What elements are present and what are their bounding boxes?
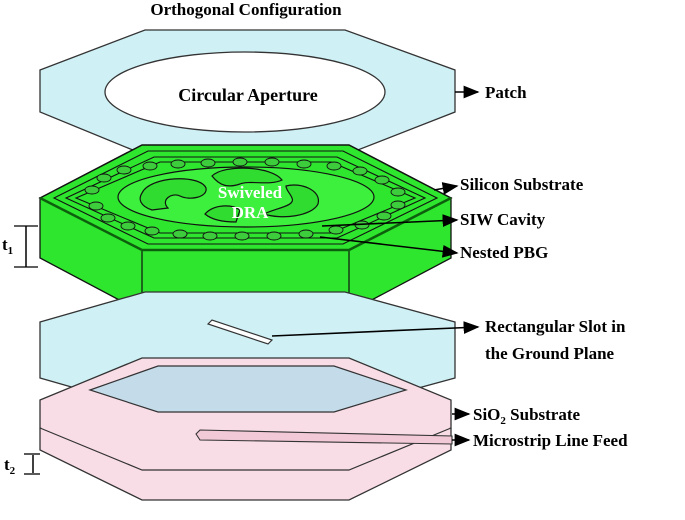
callout-arrows xyxy=(271,85,480,447)
diagram-title: Orthogonal Configuration xyxy=(150,0,342,19)
t2-subscript: 2 xyxy=(10,465,16,477)
callout-silicon-substrate: Silicon Substrate xyxy=(460,175,584,194)
t1-marker: t1 xyxy=(2,225,38,268)
t1-label: t xyxy=(2,235,8,254)
callout-nested-pbg: Nested PBG xyxy=(460,243,548,262)
callout-slot-line1: Rectangular Slot in xyxy=(485,317,626,336)
dra-label-line1: Swiveled xyxy=(218,183,283,202)
t1-subscript: 1 xyxy=(8,245,14,257)
callout-sio2-substrate: SiO2 Substrate xyxy=(473,405,581,427)
callout-microstrip-feed: Microstrip Line Feed xyxy=(473,431,628,450)
svg-text:t1: t1 xyxy=(2,235,13,257)
callout-patch: Patch xyxy=(485,83,527,102)
svg-text:t2: t2 xyxy=(4,455,16,477)
circular-aperture xyxy=(104,51,386,133)
callout-siw-cavity: SIW Cavity xyxy=(460,210,546,229)
rectangular-slot xyxy=(206,319,274,345)
silicon-substrate-block: Swiveled DRA xyxy=(38,144,453,313)
aperture-label: Circular Aperture xyxy=(178,85,317,105)
t2-marker: t2 xyxy=(4,453,40,477)
callout-slot-line2: the Ground Plane xyxy=(485,344,615,363)
patch-layer: Circular Aperture xyxy=(39,29,456,156)
sio2-substrate-layer xyxy=(39,357,453,501)
dra-label-line2: DRA xyxy=(232,203,270,222)
t2-label: t xyxy=(4,455,10,474)
